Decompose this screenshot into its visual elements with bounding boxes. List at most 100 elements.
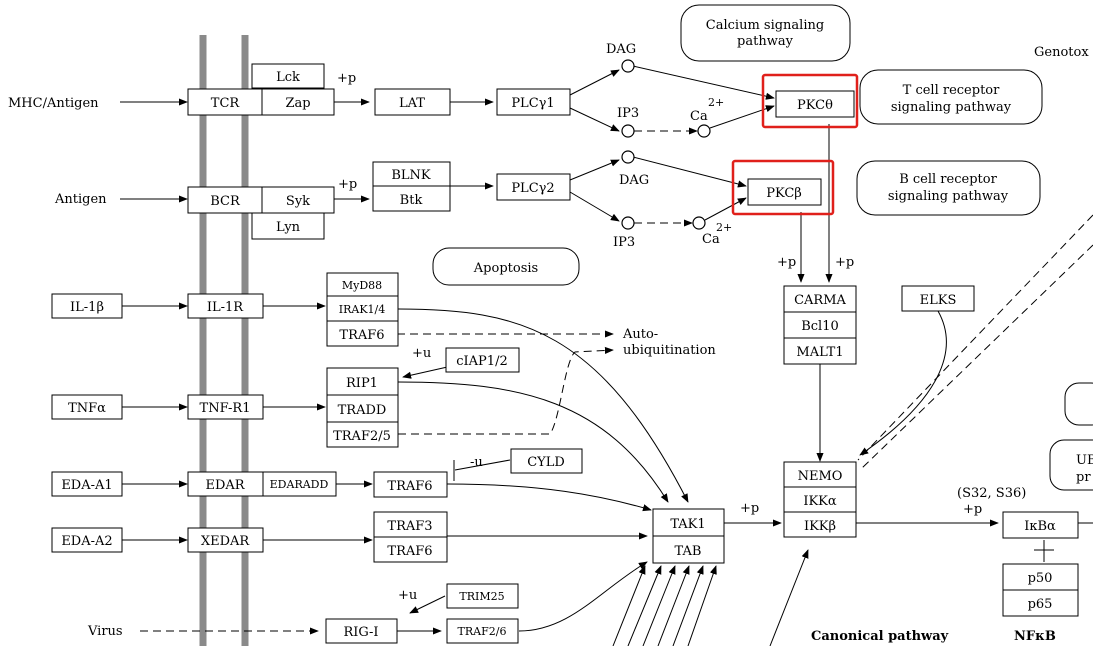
node-p65[interactable]: p65 — [1002, 589, 1079, 617]
node-edaradd[interactable]: EDARADD — [262, 471, 337, 497]
node-nemo[interactable]: NEMO — [783, 461, 857, 488]
node-il1b[interactable]: IL-1β — [51, 293, 123, 319]
node-ikkb[interactable]: IKKβ — [783, 511, 857, 538]
pathway-tcell-line2: signaling pathway — [891, 100, 1012, 115]
pathway-genotox[interactable]: Genotox — [1034, 45, 1089, 60]
node-irak[interactable]: IRAK1/4 — [326, 295, 399, 322]
node-zap[interactable]: Zap — [261, 88, 335, 116]
node-pkc-beta[interactable]: PKCβ — [747, 178, 822, 206]
node-ikba-label: IκBα — [1024, 519, 1056, 534]
dag-label-1: DAG — [606, 42, 636, 57]
node-myd88[interactable]: MyD88 — [326, 272, 399, 297]
node-ciap[interactable]: cIAP1/2 — [445, 347, 520, 373]
node-plcg1[interactable]: PLCγ1 — [496, 88, 571, 116]
node-edar-label: EDAR — [205, 478, 245, 493]
node-plcg2[interactable]: PLCγ2 — [496, 173, 571, 201]
node-tcr[interactable]: TCR — [187, 88, 263, 116]
pathway-bcell[interactable]: B cell receptor signaling pathway — [856, 160, 1041, 216]
node-lyn[interactable]: Lyn — [251, 212, 325, 240]
pathway-apoptosis-label: Apoptosis — [473, 261, 538, 276]
node-malt1[interactable]: MALT1 — [783, 337, 857, 365]
node-lat-label: LAT — [399, 96, 425, 111]
node-bcl10[interactable]: Bcl10 — [783, 311, 857, 339]
input-antigen: Antigen — [54, 192, 107, 207]
ip3-circle-1[interactable] — [621, 124, 635, 138]
node-eda-a1-label: EDA-A1 — [61, 478, 112, 493]
node-rig-i[interactable]: RIG-I — [325, 618, 398, 644]
node-ciap-label: cIAP1/2 — [456, 354, 507, 369]
node-blnk[interactable]: BLNK — [372, 161, 451, 187]
pathway-tcell[interactable]: T cell receptor signaling pathway — [859, 69, 1043, 125]
label-plus-p-zap-lat: +p — [337, 71, 356, 86]
node-p65-label: p65 — [1028, 597, 1053, 612]
dag-circle-2[interactable] — [621, 150, 635, 164]
node-carma[interactable]: CARMA — [783, 285, 857, 313]
node-nemo-label: NEMO — [798, 469, 843, 484]
node-traf6-a[interactable]: TRAF6 — [326, 320, 399, 347]
node-zap-label: Zap — [285, 96, 310, 111]
pathway-apoptosis[interactable]: Apoptosis — [432, 247, 580, 286]
node-tnfa[interactable]: TNFα — [51, 394, 123, 420]
node-edar[interactable]: EDAR — [187, 471, 264, 497]
node-ikba[interactable]: IκBα — [1002, 511, 1079, 539]
node-plcg2-label: PLCγ2 — [511, 181, 554, 196]
node-lyn-label: Lyn — [276, 220, 301, 235]
node-tab[interactable]: TAB — [652, 535, 725, 564]
node-tnfr1[interactable]: TNF-R1 — [187, 394, 264, 420]
edges — [120, 65, 1093, 646]
node-syk[interactable]: Syk — [261, 186, 335, 214]
dag-circle-1[interactable] — [621, 59, 635, 73]
node-pkc-theta[interactable]: PKCθ — [775, 90, 855, 118]
ca-label-2: Ca — [702, 232, 720, 247]
node-trim25[interactable]: TRIM25 — [446, 583, 519, 609]
node-lat[interactable]: LAT — [374, 88, 451, 116]
pathway-calcium-line1: Calcium signaling — [706, 18, 824, 33]
node-tradd[interactable]: TRADD — [326, 394, 399, 423]
node-xedar[interactable]: XEDAR — [187, 527, 264, 553]
pathway-ub[interactable]: UB pr — [1049, 439, 1093, 491]
ca-sup-2: 2+ — [716, 221, 732, 234]
node-tnfa-label: TNFα — [68, 401, 106, 416]
node-ikka[interactable]: IKKα — [783, 486, 857, 513]
label-plus-u-trim25: +u — [398, 588, 417, 603]
node-eda-a1[interactable]: EDA-A1 — [51, 471, 123, 497]
node-bcr[interactable]: BCR — [187, 186, 263, 214]
ip3-label-1: IP3 — [617, 106, 639, 121]
dag-label-2: DAG — [619, 173, 649, 188]
node-p50[interactable]: p50 — [1002, 563, 1079, 591]
node-eda-a2[interactable]: EDA-A2 — [51, 527, 123, 553]
node-elks[interactable]: ELKS — [901, 285, 975, 312]
node-cyld[interactable]: CYLD — [510, 448, 583, 474]
node-tradd-label: TRADD — [338, 403, 387, 418]
pathway-ub-line2: pr — [1076, 470, 1091, 485]
node-btk[interactable]: Btk — [372, 185, 451, 212]
node-traf26-label: TRAF2/6 — [458, 625, 507, 638]
node-tcr-label: TCR — [211, 96, 241, 111]
node-traf26[interactable]: TRAF2/6 — [446, 618, 519, 644]
label-plus-p-carma-left: +p — [777, 255, 796, 270]
node-plcg1-label: PLCγ1 — [511, 96, 554, 111]
ip3-circle-2[interactable] — [621, 216, 635, 230]
node-traf25[interactable]: TRAF2/5 — [326, 421, 399, 448]
node-il1b-label: IL-1β — [70, 300, 104, 315]
node-traf6-c[interactable]: TRAF6 — [373, 536, 448, 563]
ca-circle-2[interactable] — [692, 216, 706, 230]
node-elks-label: ELKS — [920, 293, 957, 308]
pathway-calcium[interactable]: Calcium signaling pathway — [680, 4, 851, 62]
node-ikka-label: IKKα — [803, 494, 837, 509]
node-traf3[interactable]: TRAF3 — [373, 511, 448, 538]
node-rip1[interactable]: RIP1 — [326, 367, 399, 396]
node-tak1[interactable]: TAK1 — [652, 508, 725, 537]
node-trim25-label: TRIM25 — [459, 590, 504, 603]
node-lck[interactable]: Lck — [251, 63, 325, 89]
node-il1r[interactable]: IL-1R — [187, 293, 264, 319]
pathway-bcell-line1: B cell receptor — [899, 172, 997, 187]
label-plus-p-carma-right: +p — [835, 255, 854, 270]
node-tak1-label: TAK1 — [670, 517, 705, 532]
pathway-partial-right[interactable] — [1064, 382, 1093, 426]
node-traf6-b[interactable]: TRAF6 — [373, 471, 448, 498]
node-traf6-a-label: TRAF6 — [339, 328, 384, 343]
ca-circle-1[interactable] — [697, 124, 711, 138]
label-canonical-pathway: Canonical pathway — [811, 629, 949, 644]
